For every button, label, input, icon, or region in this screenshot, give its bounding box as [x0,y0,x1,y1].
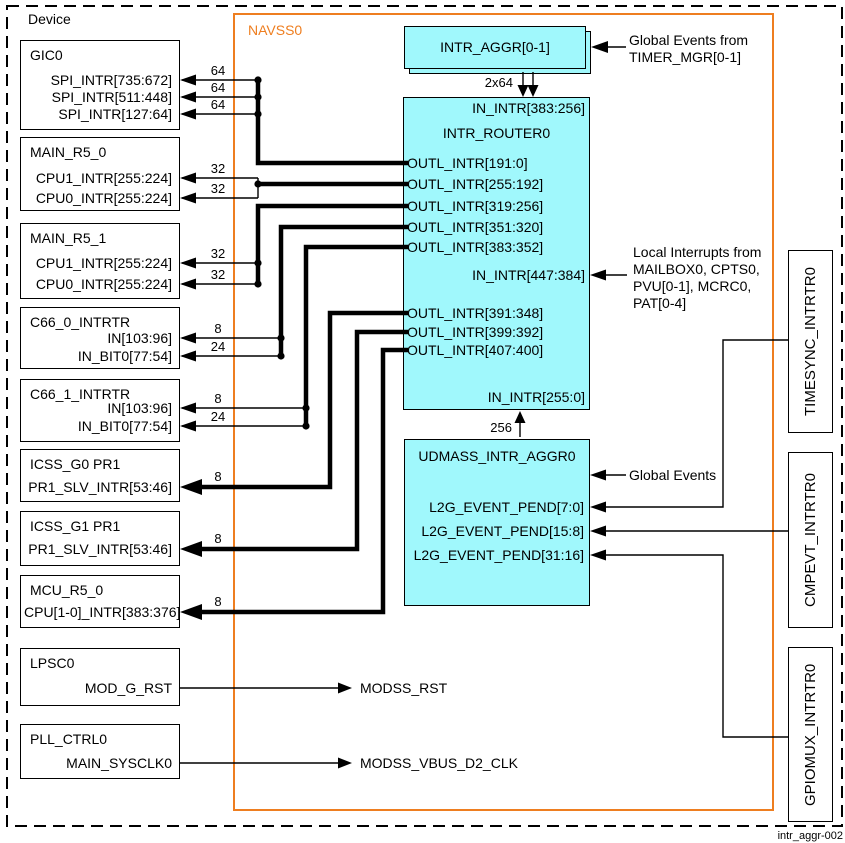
main-r5-0-port: CPU0_INTR[255:224] [35,190,172,206]
router-out-port: OUTL_INTR[351:320] [407,219,544,235]
bus-width-label: 32 [210,181,226,196]
router-out-port: OUTL_INTR[319:256] [407,198,544,214]
c66-0-intrtr-title: C66_0_INTRTR [30,314,131,330]
device-label: Device [28,11,71,27]
lpsc0-title: LPSC0 [30,655,75,671]
icss-g1-pr1-box [20,511,180,566]
bus-width-label: 64 [210,97,226,112]
local-interrupts-line1: Local Interrupts from [633,244,762,260]
main-r5-1-title: MAIN_R5_1 [30,230,107,246]
main-r5-1-port: CPU1_INTR[255:224] [35,255,172,271]
local-interrupts-line3: PVU[0-1], MCRC0, [633,278,752,294]
bus-width-label: 32 [210,161,226,176]
cmpevt-intrtr0-label: CMPEVT_INTRTR0 [802,473,819,607]
router-out-port: OUTL_INTR[383:352] [407,239,544,255]
c66-0-port: IN[103:96] [107,330,172,346]
c66-1-intrtr-box [20,379,180,442]
bus-width-label: 24 [210,339,226,354]
udmass-port: L2G_EVENT_PEND[31:16] [413,547,584,563]
router-out-port: OUTL_INTR[407:400] [407,342,544,358]
icss-g0-pr1-box [20,449,180,502]
udmass-intr-aggr0-box [404,439,590,606]
intr-router0-box [403,97,590,410]
gpiomux-intrtr0-label: GPIOMUX_INTRTR0 [802,663,819,806]
thin-wires [180,46,788,764]
pll-ctrl0-title: PLL_CTRL0 [30,731,108,747]
mcu-r5-0-box [20,575,180,628]
icss-g0-pr1-title: ICSS_G0 PR1 [30,456,121,472]
lpsc0-box [20,648,180,706]
thick-wires [198,80,408,615]
arrowheads [180,41,608,769]
bus-width-label: 8 [214,594,222,609]
pll-ctrl0-box [20,724,180,779]
icss-g1-port: PR1_SLV_INTR[53:46] [28,541,172,557]
modss-vbus-d2-clk-label: MODSS_VBUS_D2_CLK [360,755,518,771]
router-in-port: IN_INTR[383:256] [472,100,585,116]
local-interrupts-line4: PAT[0-4] [633,295,687,311]
gic0-box [20,40,180,130]
mcu-r5-0-port: CPU[1-0]_INTR[383:376] [24,604,181,620]
router-out-port: OUTL_INTR[391:348] [407,305,544,321]
udmass-port: L2G_EVENT_PEND[15:8] [421,523,584,539]
main-r5-1-port: CPU0_INTR[255:224] [35,276,172,292]
main-r5-0-title: MAIN_R5_0 [30,144,107,160]
bus-width-label: 32 [210,267,226,282]
bus-width-label: 24 [210,409,226,424]
timer-annotation-line2: TIMER_MGR[0-1] [629,49,742,65]
figure-id: intr_aggr-002 [777,830,843,842]
junction-dots [254,76,310,430]
c66-1-port: IN_BIT0[77:54] [77,418,172,434]
lpsc0-port: MOD_G_RST [84,680,172,696]
main-r5-0-box [20,137,180,211]
gic0-port: SPI_INTR[127:64] [58,106,172,122]
icss-g1-pr1-title: ICSS_G1 PR1 [30,518,121,534]
gpiomux-intrtr0-box [788,647,833,822]
router-out-port: OUTL_INTR[191:0] [407,155,528,171]
gic0-port: SPI_INTR[735:672] [50,72,172,88]
router-in-port: IN_INTR[255:0] [487,389,585,405]
bus-width-label: 8 [214,391,222,406]
timesync-intrtr0-box [788,250,833,433]
navss0-border [233,13,774,811]
bus-width-label: 8 [214,321,222,336]
bus-width-label: 64 [210,63,226,78]
local-interrupts-line2: MAILBOX0, CPTS0, [633,261,760,277]
navss0-label: NAVSS0 [248,22,303,38]
bus-width-label: 32 [210,246,226,261]
bus-width-label: 8 [214,531,222,546]
c66-1-port: IN[103:96] [107,400,172,416]
gic0-title: GIC0 [30,47,63,63]
timer-annotation-line1: Global Events from [629,32,749,48]
intr-aggr-box [404,26,586,69]
router-out-port: OUTL_INTR[399:392] [407,324,544,340]
bus-width-label: 256 [490,420,512,435]
intr-router0-title: INTR_ROUTER0 [442,125,551,141]
modss-rst-label: MODSS_RST [360,680,448,696]
timesync-intrtr0-label: TIMESYNC_INTRTR0 [802,267,819,416]
mcu-r5-0-title: MCU_R5_0 [30,582,104,598]
udmass-port: L2G_EVENT_PEND[7:0] [429,499,584,515]
c66-0-port: IN_BIT0[77:54] [77,348,172,364]
cmpevt-intrtr0-box [788,452,833,628]
intr-aggr-title: INTR_AGGR[0-1] [440,39,550,55]
main-r5-1-box [20,223,180,299]
udmass-title: UDMASS_INTR_AGGR0 [418,448,576,464]
router-out-port: OUTL_INTR[255:192] [407,176,544,192]
router-in-port: IN_INTR[447:384] [472,267,585,283]
bus-width-label: 8 [214,469,222,484]
icss-g0-port: PR1_SLV_INTR[53:46] [28,479,172,495]
gic0-port: SPI_INTR[511:448] [51,89,172,105]
device-border [6,5,843,827]
c66-1-intrtr-title: C66_1_INTRTR [30,386,131,402]
udmass-global-events-label: Global Events [629,467,717,483]
c66-0-intrtr-box [20,307,180,369]
bus-width-label: 2x64 [484,75,513,90]
main-r5-0-port: CPU1_INTR[255:224] [35,170,172,186]
bus-width-label: 64 [210,80,226,95]
pll-ctrl0-port: MAIN_SYSCLK0 [66,755,172,771]
